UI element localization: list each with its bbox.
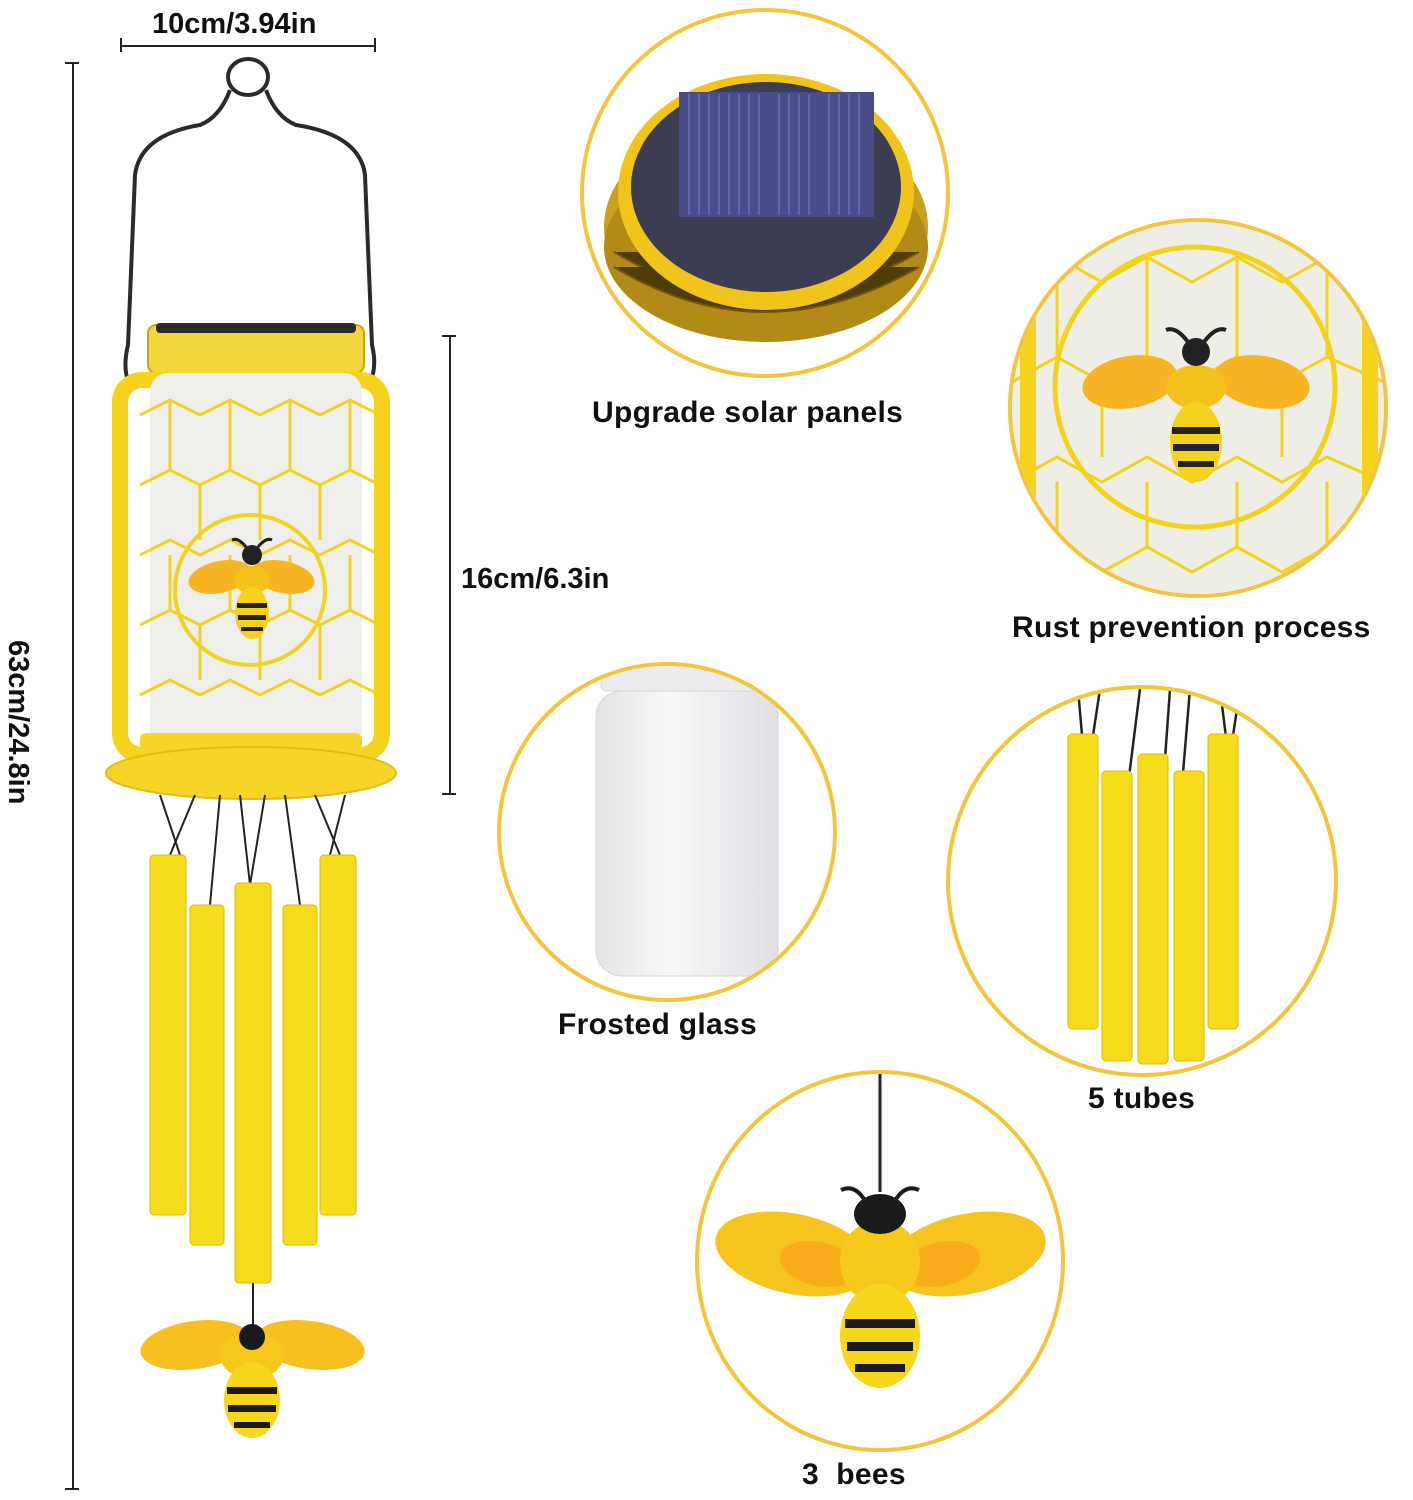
jar-height-tick-bottom: [442, 793, 456, 795]
feature-circle-solar: [580, 8, 950, 378]
feature-circle-rust: [1008, 218, 1388, 598]
chime-tubes-icon: [149, 854, 357, 1284]
hanger-icon: [123, 57, 377, 387]
feature-label-tubes: 5 tubes: [1088, 1082, 1196, 1115]
rust-prevention-closeup-icon: [1012, 222, 1384, 594]
jar-height-tick-top: [442, 335, 456, 337]
feature-circle-glass: [497, 662, 837, 1002]
jar-height-line: [449, 335, 451, 795]
width-dimension-tick-right: [374, 38, 376, 52]
feature-circle-tubes: [946, 685, 1338, 1077]
width-dimension-label: 10cm/3.94in: [152, 8, 317, 40]
bee-emblem-closeup-icon: [1082, 327, 1310, 482]
width-dimension-tick-left: [120, 38, 122, 52]
bee-emblem-icon: [188, 537, 315, 639]
hanging-bee-icon: [140, 1320, 365, 1438]
feature-circle-bees: [695, 1070, 1065, 1452]
jar-height-label: 16cm/6.3in: [461, 563, 610, 595]
total-height-line: [72, 62, 74, 1490]
feature-label-bees: 3 bees: [802, 1458, 906, 1491]
feature-label-solar: Upgrade solar panels: [592, 396, 904, 429]
width-dimension-line: [120, 45, 376, 47]
wind-chime-illustration: [105, 57, 397, 1438]
total-height-tick-top: [65, 62, 79, 64]
feature-label-rust: Rust prevention process: [1012, 611, 1371, 644]
solar-panel-icon: [604, 74, 928, 342]
frosted-glass-jar-icon: [595, 666, 779, 977]
product-main-image: [100, 55, 440, 1500]
feature-label-glass: Frosted glass: [558, 1008, 757, 1041]
bee-ornament-icon: [715, 1074, 1046, 1388]
chime-tubes-closeup-icon: [1067, 689, 1242, 1065]
total-height-tick-bottom: [65, 1488, 79, 1490]
total-height-label: 63cm/24.8in: [2, 640, 34, 805]
